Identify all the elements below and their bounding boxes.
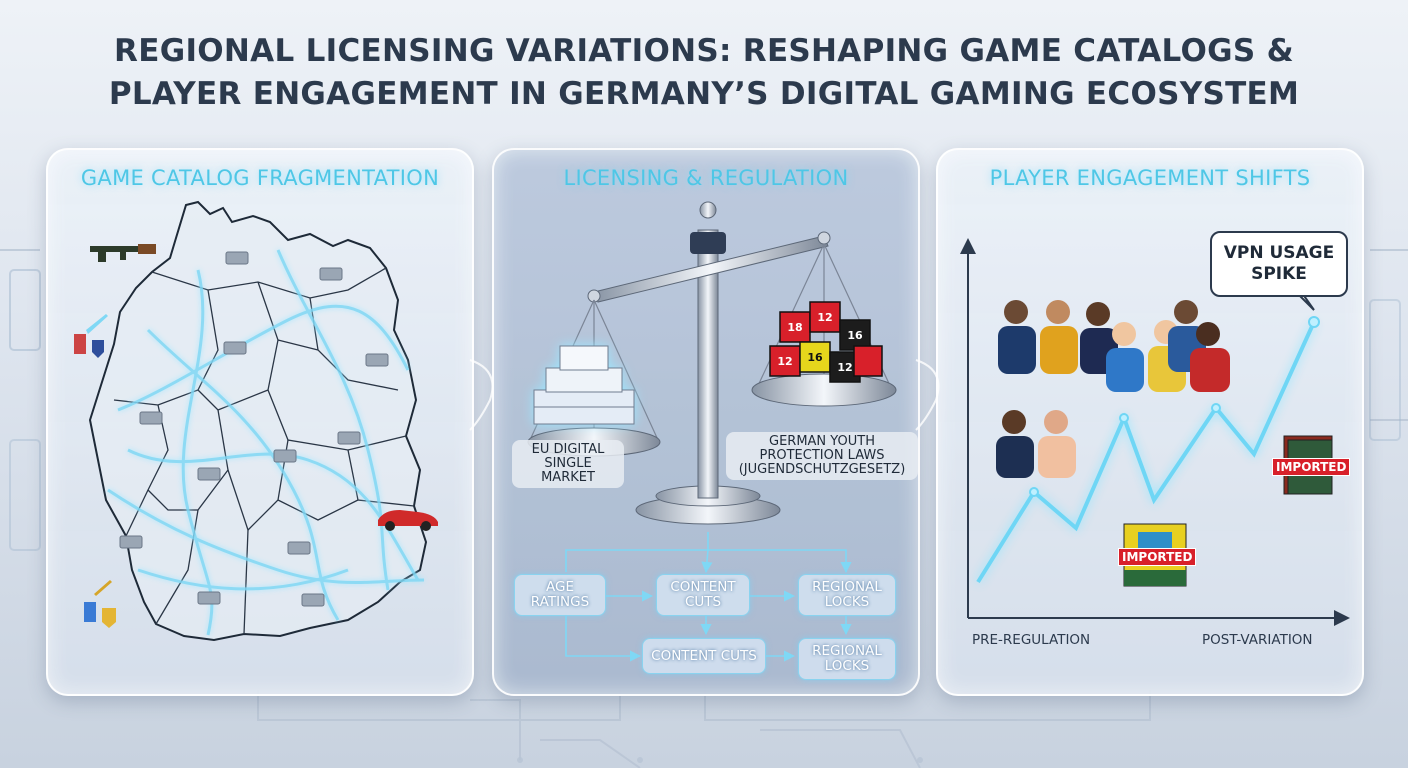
flow-regional-locks-2: REGIONAL LOCKS — [798, 638, 896, 680]
rating-badge-label: 12 — [777, 355, 792, 368]
rating-badge-label: 12 — [837, 361, 852, 374]
germany-map — [74, 200, 438, 642]
licensing-panel: LICENSING & REGULATION — [492, 148, 920, 696]
eu-single-market-label: EU DIGITAL SINGLE MARKET — [512, 440, 624, 488]
rating-badge-label: 16 — [807, 351, 823, 364]
catalog-panel: GAME CATALOG FRAGMENTATION — [46, 148, 474, 696]
scale-column — [697, 229, 719, 499]
title-line-1: REGIONAL LICENSING VARIATIONS: RESHAPING… — [114, 33, 1294, 69]
flow-regional-locks-1: REGIONAL LOCKS — [798, 574, 896, 616]
flow-age-ratings: AGE RATINGS — [514, 574, 606, 616]
vpn-usage-spike-callout: VPN USAGE SPIKE — [1210, 231, 1348, 297]
player-pair-icon — [996, 410, 1076, 478]
eu-stack-icon — [533, 345, 635, 425]
balance-scale: 18 12 16 12 16 12 — [527, 201, 897, 525]
x-axis-end-label: POST-VARIATION — [1202, 632, 1313, 648]
german-youth-protection-label: GERMAN YOUTH PROTECTION LAWS (JUGENDSCHU… — [726, 432, 918, 480]
rating-badge-label: 18 — [787, 321, 802, 334]
imported-tag-1: IMPORTED — [1118, 548, 1197, 566]
engagement-trend-line — [976, 321, 1316, 584]
rifle-icon — [90, 244, 156, 262]
flow-content-cuts-2: CONTENT CUTS — [642, 638, 766, 674]
knight-with-shield-icon — [84, 580, 116, 628]
licensing-panel-title: LICENSING & REGULATION — [563, 166, 849, 190]
rating-badges — [769, 301, 883, 383]
scale-right-pan — [751, 373, 897, 407]
rating-badge-label: 12 — [817, 311, 832, 324]
engagement-chart — [960, 238, 1350, 626]
flow-content-cuts-1: CONTENT CUTS — [656, 574, 750, 616]
car-icon — [378, 510, 438, 531]
title-line-2: PLAYER ENGAGEMENT IN GERMANY’S DIGITAL G… — [108, 76, 1300, 112]
x-axis-start-label: PRE-REGULATION — [972, 632, 1091, 648]
engagement-panel-title: PLAYER ENGAGEMENT SHIFTS — [989, 166, 1311, 190]
catalog-panel-title: GAME CATALOG FRAGMENTATION — [80, 166, 440, 190]
knight-icon — [74, 314, 108, 358]
rating-badge-label: 16 — [847, 329, 863, 342]
player-group-icon — [998, 300, 1230, 392]
imported-tag-2: IMPORTED — [1272, 458, 1351, 476]
engagement-panel: PLAYER ENGAGEMENT SHIFTS — [936, 148, 1364, 696]
main-title: REGIONAL LICENSING VARIATIONS: RESHAPING… — [0, 30, 1408, 116]
